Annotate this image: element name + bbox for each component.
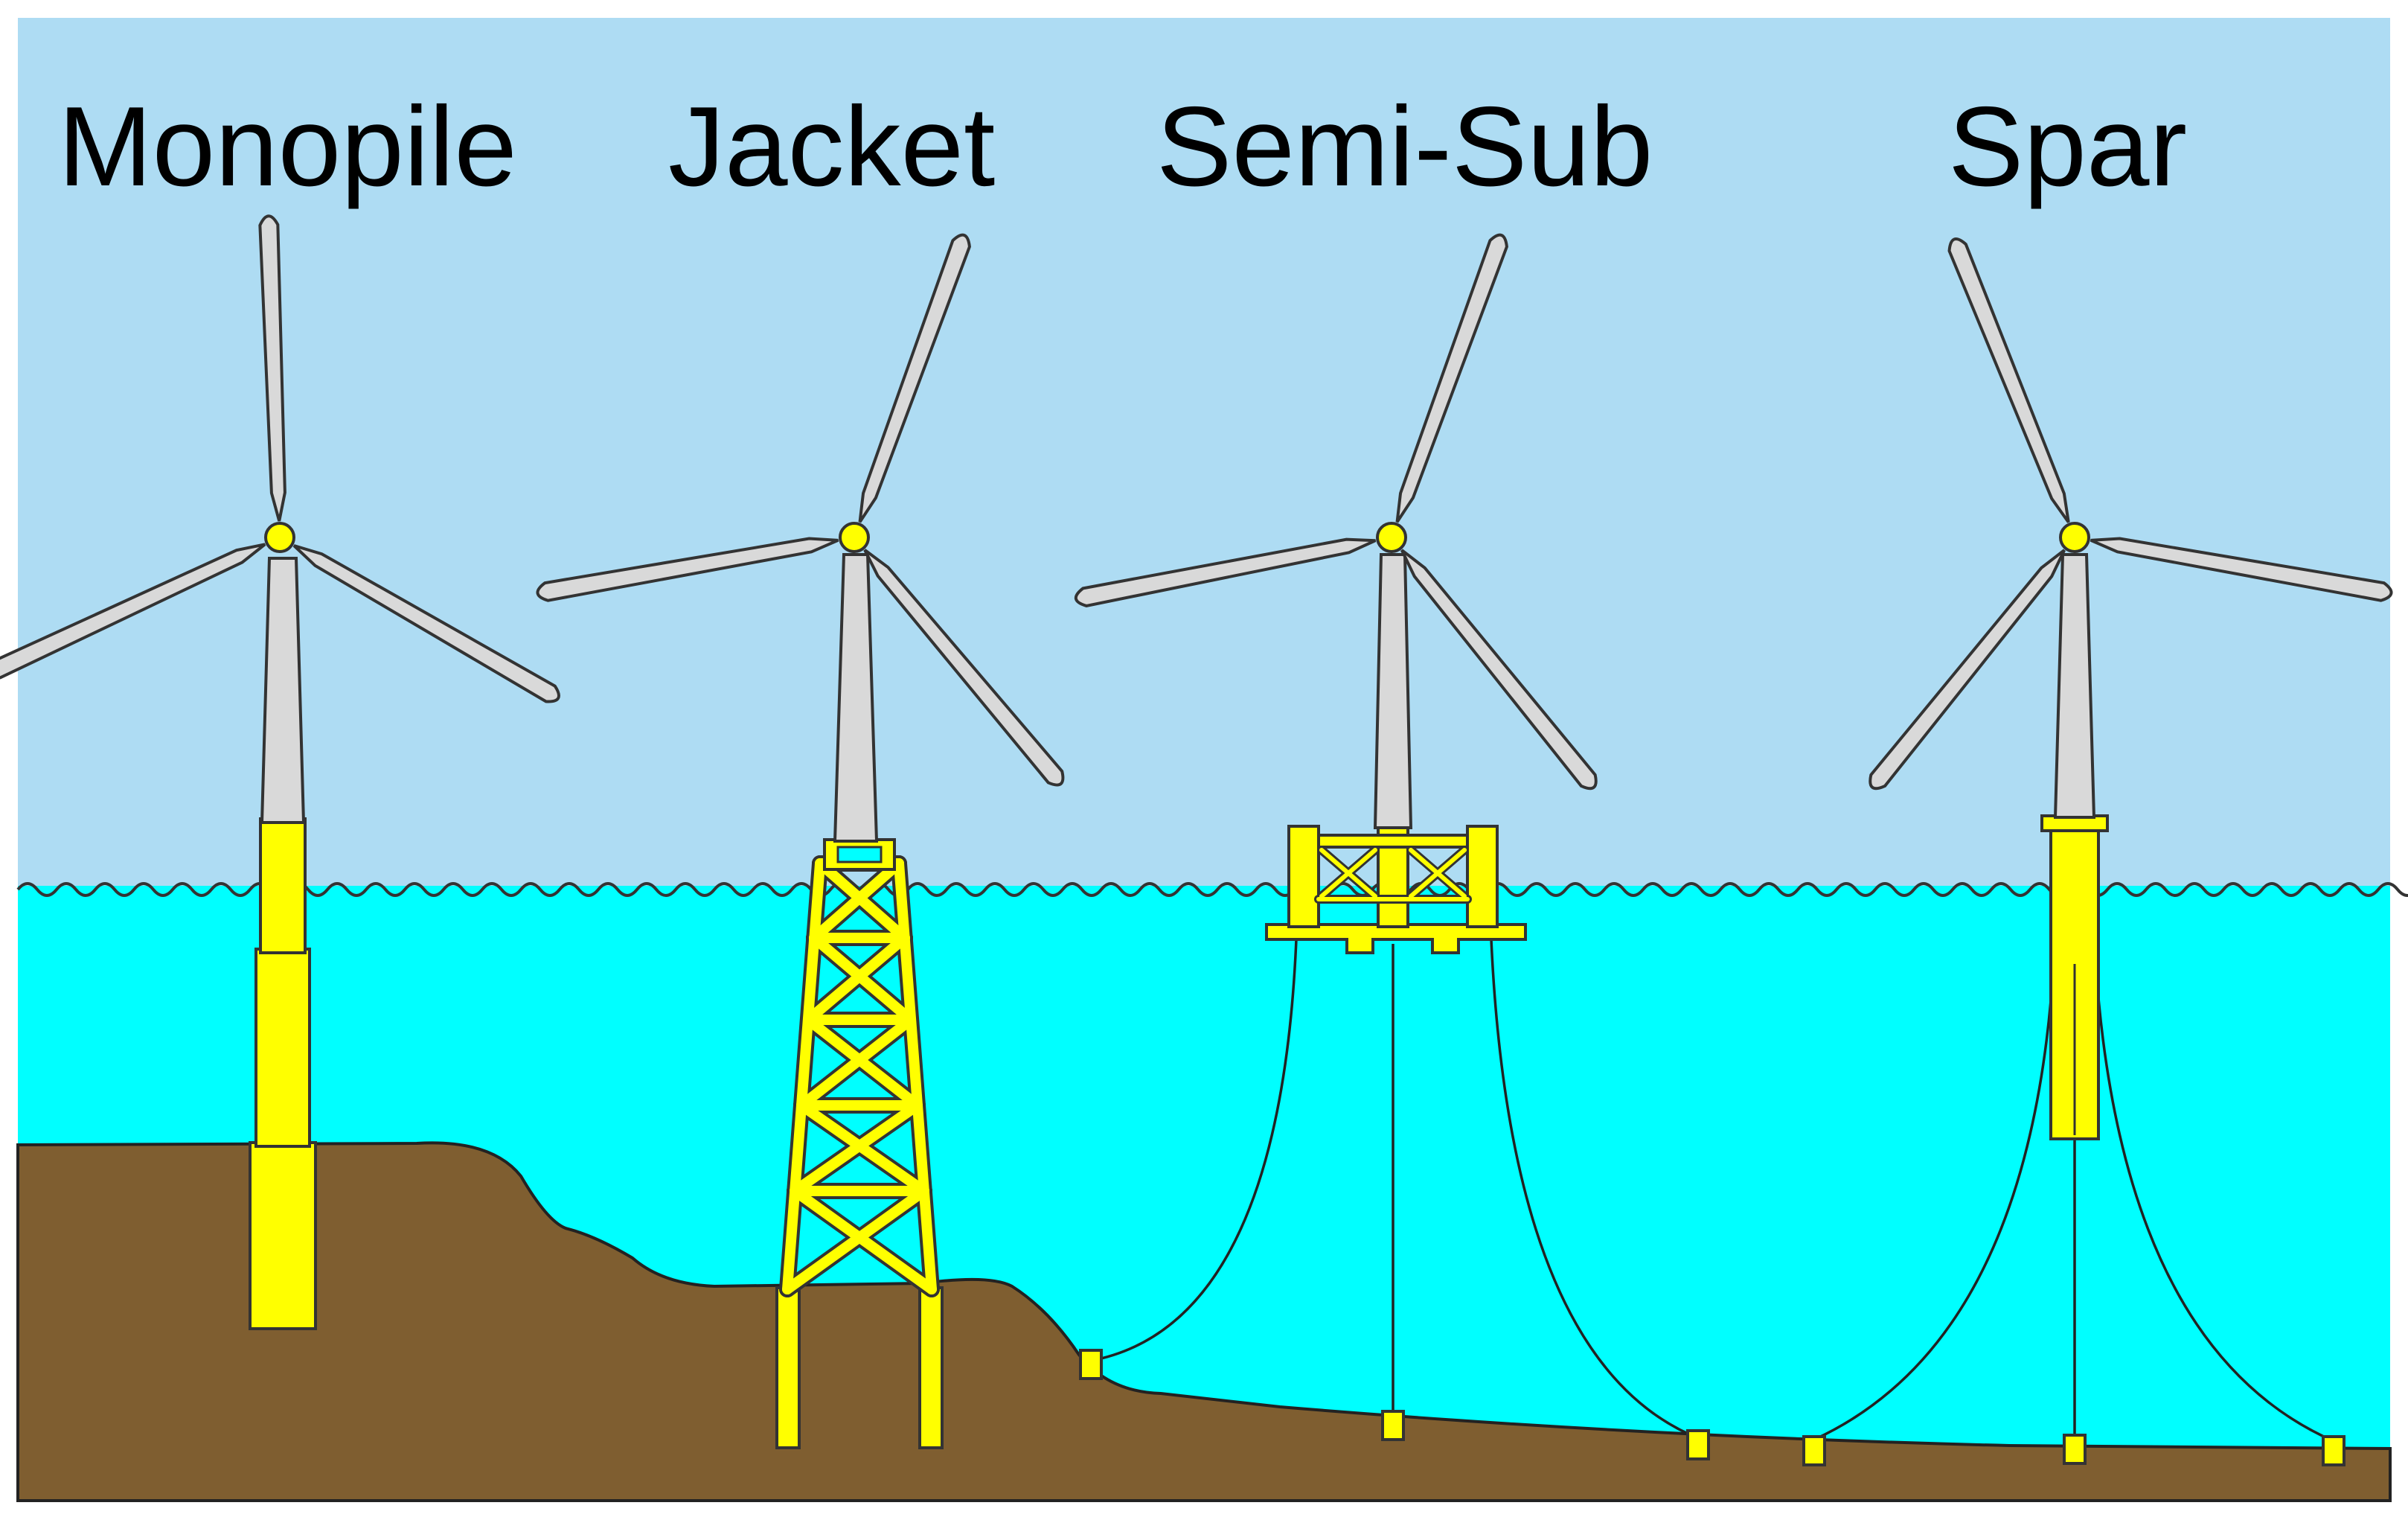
jacket-hub [839,522,870,553]
monopile-turbine [0,216,565,1330]
seabed [16,1141,2392,1502]
semisub-tower [1373,553,1413,829]
spar-hub [2059,522,2090,553]
spar-anchor-2 [2063,1434,2087,1465]
semisub-rotor [1072,230,1603,795]
jacket-turbine [534,230,1069,1449]
monopile-pile [249,1141,317,1330]
spar-anchor-3 [2322,1435,2345,1466]
semisub-mooring-lines [1090,939,1699,1440]
jacket-rotor [534,230,1069,791]
monopile-transition-piece [254,948,311,1148]
spar-rotor [1863,234,2395,795]
semisub-anchor-3 [1686,1429,1710,1460]
semisub-turbine [1072,230,1710,1460]
spar-turbine [1802,234,2395,1466]
semisub-anchor-2 [1381,1410,1405,1441]
semisub-label: Semi-Sub [1156,83,1653,210]
semisub-column-left [1287,825,1320,928]
semisub-bracing-fill [1316,848,1470,901]
monopile-upper-section [259,817,307,954]
monopile-tower [260,557,306,824]
semisub-deck [1317,834,1469,849]
jacket-transition-opening [836,846,883,863]
semisub-pontoon [1265,923,1527,954]
monopile-label: Monopile [58,83,517,210]
spar-label: Spar [1948,83,2188,210]
spar-tower [2053,553,2096,819]
spar-mooring-lines [1813,959,2334,1443]
semisub-hub [1376,522,1407,553]
monopile-rotor [0,216,565,708]
spar-anchor-1 [1802,1435,1826,1466]
jacket-tower [833,553,879,843]
sea-surface-wave [16,882,2408,897]
jacket-pile-left [775,1286,801,1449]
semisub-column-right [1466,825,1499,928]
jacket-pile-right [918,1286,944,1449]
monopile-hub [264,522,295,553]
jacket-lattice-fill [782,858,937,1294]
jacket-label: Jacket [668,83,996,210]
semisub-anchor-1 [1079,1349,1103,1380]
sky [18,18,2390,893]
